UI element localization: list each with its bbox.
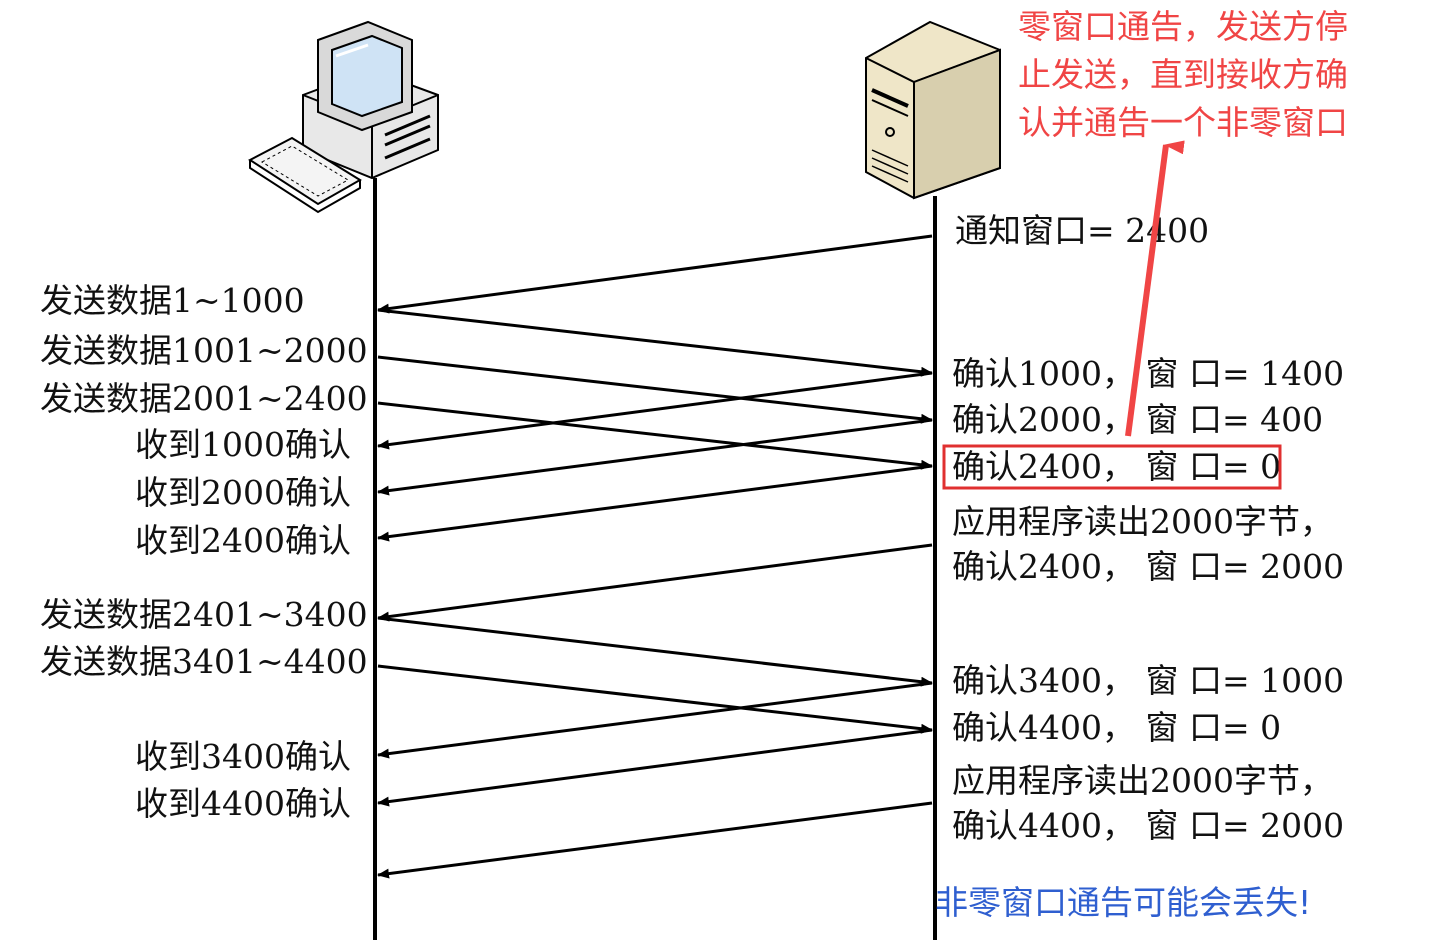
receiver-labels: 通知窗口= 2400 确认1000， 窗 口= 1400 确认2000， 窗 口… <box>952 211 1344 845</box>
red-pointer-arrow <box>1125 140 1185 437</box>
arrow-ack-1000 <box>377 371 933 450</box>
left-label: 收到4400确认 <box>135 784 351 823</box>
left-label: 收到2000确认 <box>135 473 351 512</box>
arrow-send-1-1000 <box>377 308 933 377</box>
right-label: 确认2400， 窗 口= 0 <box>952 447 1281 486</box>
right-label: 通知窗口= 2400 <box>955 211 1209 250</box>
right-label: 确认2400， 窗 口= 2000 <box>952 547 1344 586</box>
left-label: 发送数据2401~3400 <box>40 595 368 634</box>
arrow-window-2400 <box>377 234 933 314</box>
right-label: 确认1000， 窗 口= 1400 <box>952 354 1344 393</box>
note-line: 认并通告一个非零窗口 <box>1018 103 1348 142</box>
left-label: 发送数据3401~4400 <box>40 642 368 681</box>
arrow-send-1001-2000 <box>377 355 933 424</box>
right-label: 确认2000， 窗 口= 400 <box>952 400 1323 439</box>
left-label: 发送数据2001~2400 <box>40 379 368 418</box>
right-label: 确认3400， 窗 口= 1000 <box>952 661 1344 700</box>
left-label: 发送数据1001~2000 <box>40 331 368 370</box>
zero-window-note: 零窗口通告，发送方停 止发送，直到接收方确 认并通告一个非零窗口 <box>1018 7 1348 142</box>
right-label: 应用程序读出2000字节， <box>952 502 1333 541</box>
arrow-ack-4400-win0 <box>377 728 933 807</box>
arrow-ack-3400 <box>377 681 933 759</box>
arrow-send-2401-3400 <box>377 616 933 687</box>
arrow-send-3401-4400 <box>377 664 933 734</box>
arrow-ack-4400-win2000 <box>377 801 933 879</box>
arrow-ack-2000 <box>377 418 933 496</box>
left-label: 收到2400确认 <box>135 521 351 560</box>
desktop-computer-icon <box>248 20 439 214</box>
right-label: 确认4400， 窗 口= 2000 <box>952 806 1344 845</box>
note-line: 零窗口通告，发送方停 <box>1018 7 1348 46</box>
server-tower-icon <box>865 20 1001 200</box>
arrow-ack-2400-win2000 <box>377 543 933 622</box>
note-line: 止发送，直到接收方确 <box>1018 55 1348 94</box>
right-label: 确认4400， 窗 口= 0 <box>952 708 1281 747</box>
window-loss-note: 非零窗口通告可能会丢失! <box>935 883 1311 922</box>
right-label: 应用程序读出2000字节， <box>952 761 1333 800</box>
zero-window-highlight-box <box>942 444 1282 490</box>
left-label: 发送数据1~1000 <box>40 281 305 320</box>
left-label: 收到3400确认 <box>135 737 351 776</box>
left-label: 收到1000确认 <box>135 425 351 464</box>
arrow-ack-2400-win0 <box>377 464 933 542</box>
arrow-send-2001-2400 <box>377 401 933 470</box>
message-arrows <box>377 234 933 879</box>
sender-labels: 发送数据1~1000 发送数据1001~2000 发送数据2001~2400 收… <box>40 281 368 823</box>
